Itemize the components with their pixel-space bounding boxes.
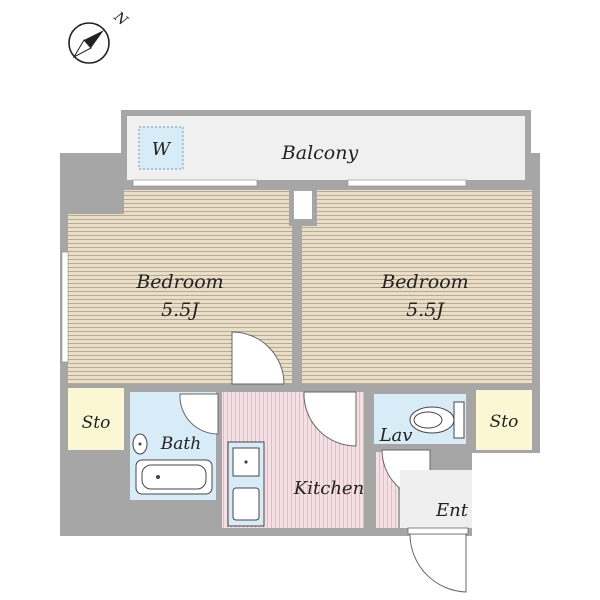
door-swings (179, 331, 431, 501)
window-left (61, 251, 69, 363)
kitchen-room (222, 392, 398, 528)
bedroom-right (302, 190, 532, 384)
lavatory-label: Lav (379, 425, 413, 446)
balcony-label: Balcony (281, 142, 359, 164)
bedroom-right-size: 5.5J (406, 299, 445, 321)
bedroom-right-label: Bedroom (380, 271, 468, 293)
entrance-label: Ent (435, 500, 469, 521)
bedroom-left-label: Bedroom (135, 271, 223, 293)
compass-icon: N (68, 8, 131, 64)
kitchen-label: Kitchen (293, 478, 364, 499)
storage-left (68, 388, 124, 450)
storage-right (476, 390, 532, 450)
bath-label: Bath (160, 434, 201, 454)
storage-left-label: Sto (82, 413, 111, 433)
storage-right-label: Sto (490, 412, 519, 432)
washer-label: W (152, 139, 172, 160)
balcony (121, 110, 531, 187)
lavatory-room (368, 388, 470, 446)
bedroom-left-size: 5.5J (161, 299, 200, 321)
entrance-area (400, 470, 472, 593)
stove-icon (232, 487, 260, 521)
partition-column (289, 186, 317, 390)
washer-space (138, 126, 184, 170)
toilet-icon (453, 401, 465, 439)
entrance-door-swing (409, 533, 467, 593)
compass-north-label: N (110, 8, 131, 29)
